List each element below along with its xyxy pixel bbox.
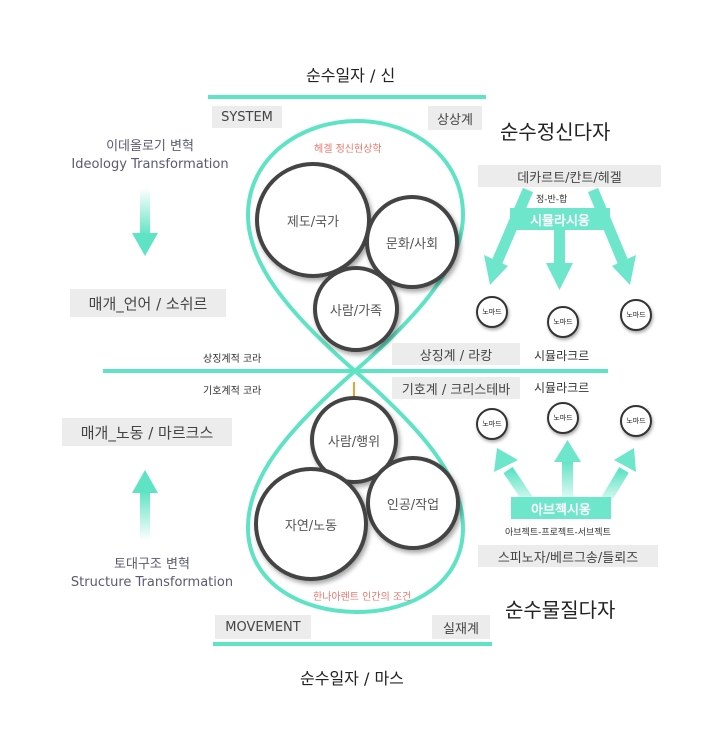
spirit-arrow-left-head bbox=[484, 255, 508, 285]
hegel-caption: 헤겔 정신현상학 bbox=[314, 144, 382, 155]
semiotic-chora: 기호계적 코라 bbox=[203, 386, 262, 397]
ideology-label-ko: 이데올로기 변혁 bbox=[106, 139, 194, 154]
upper-realm-label: 상상계 bbox=[428, 106, 482, 130]
circle-artifact-work: 인공/작업 bbox=[366, 456, 460, 550]
simulation-box: 시뮬라시옹 bbox=[510, 208, 610, 230]
nomad-circle: 노마드 bbox=[476, 296, 508, 328]
nomad-circle: 노마드 bbox=[476, 408, 508, 440]
structure-arrow-shaft bbox=[140, 491, 150, 541]
circle-person-family: 사람/가족 bbox=[313, 266, 399, 352]
structure-label-ko: 토대구조 변혁 bbox=[114, 557, 190, 572]
simulacre-top: 시뮬라크르 bbox=[534, 349, 590, 363]
matter-title: 순수물질다자 bbox=[505, 598, 616, 622]
movement-label: MOVEMENT bbox=[215, 615, 311, 639]
structure-label-en: Structure Transformation bbox=[70, 575, 234, 590]
spirit-arrow-right-head bbox=[612, 255, 636, 285]
matter-arrow-mid bbox=[562, 460, 573, 508]
abjection-box: 아브젝시옹 bbox=[511, 497, 611, 519]
ideology-arrow-shaft bbox=[140, 188, 150, 236]
circle-institution: 제도/국가 bbox=[255, 162, 371, 278]
lower-realm-label: 실재계 bbox=[432, 615, 490, 639]
simulacre-bottom: 시뮬라크르 bbox=[534, 381, 590, 395]
symbolic-lacan-box: 상징계 / 라캉 bbox=[392, 343, 520, 365]
abject-chain-label: 아브젝트-프로젝트-서브젝트 bbox=[505, 528, 611, 538]
system-label: SYSTEM bbox=[212, 106, 282, 128]
circle-nature-labor: 자연/노동 bbox=[254, 467, 368, 581]
nomad-circle: 노마드 bbox=[547, 402, 579, 434]
dialectic-label: 정-반-합 bbox=[536, 195, 568, 205]
spirit-title: 순수정신다자 bbox=[500, 120, 611, 144]
semiotic-kristeva-box: 기호계 / 크리스테바 bbox=[392, 377, 520, 399]
media-labor-box: 매개_노동 / 마르크스 bbox=[62, 418, 232, 446]
arendt-caption: 한나아렌트 인간의 조건 bbox=[313, 592, 412, 603]
spirit-arrow-mid bbox=[554, 225, 565, 265]
top-title: 순수일자 / 신 bbox=[306, 66, 396, 85]
circle-culture: 문화/사회 bbox=[365, 195, 459, 289]
ideology-label-en: Ideology Transformation bbox=[71, 157, 229, 172]
nomad-circle: 노마드 bbox=[620, 299, 652, 331]
bottom-title: 순수일자 / 마스 bbox=[300, 669, 404, 688]
media-language-box: 매개_언어 / 소쉬르 bbox=[70, 289, 226, 317]
ideology-label: 이데올로기 변혁 Ideology Transformation bbox=[60, 138, 240, 174]
bottom-bar bbox=[213, 642, 492, 646]
figure-eight bbox=[245, 118, 466, 615]
matter-arrow-left-head bbox=[494, 448, 518, 472]
philosophers-top-box: 데카르트/칸트/헤겔 bbox=[478, 165, 661, 187]
top-bar bbox=[208, 95, 486, 99]
structure-arrow-head bbox=[132, 470, 158, 493]
nomad-circle: 노마드 bbox=[620, 405, 652, 437]
spirit-arrow-mid-head bbox=[546, 263, 573, 290]
nomad-circle: 노마드 bbox=[547, 306, 579, 338]
ideology-arrow-head bbox=[132, 233, 158, 256]
matter-arrow-mid-head bbox=[554, 440, 581, 462]
structure-label: 토대구조 변혁 Structure Transformation bbox=[62, 556, 242, 592]
philosophers-bottom-box: 스피노자/베르그송/들뢰즈 bbox=[478, 545, 658, 567]
matter-arrow-right-head bbox=[614, 448, 636, 472]
symbolic-chora: 상징계적 코라 bbox=[203, 354, 262, 365]
